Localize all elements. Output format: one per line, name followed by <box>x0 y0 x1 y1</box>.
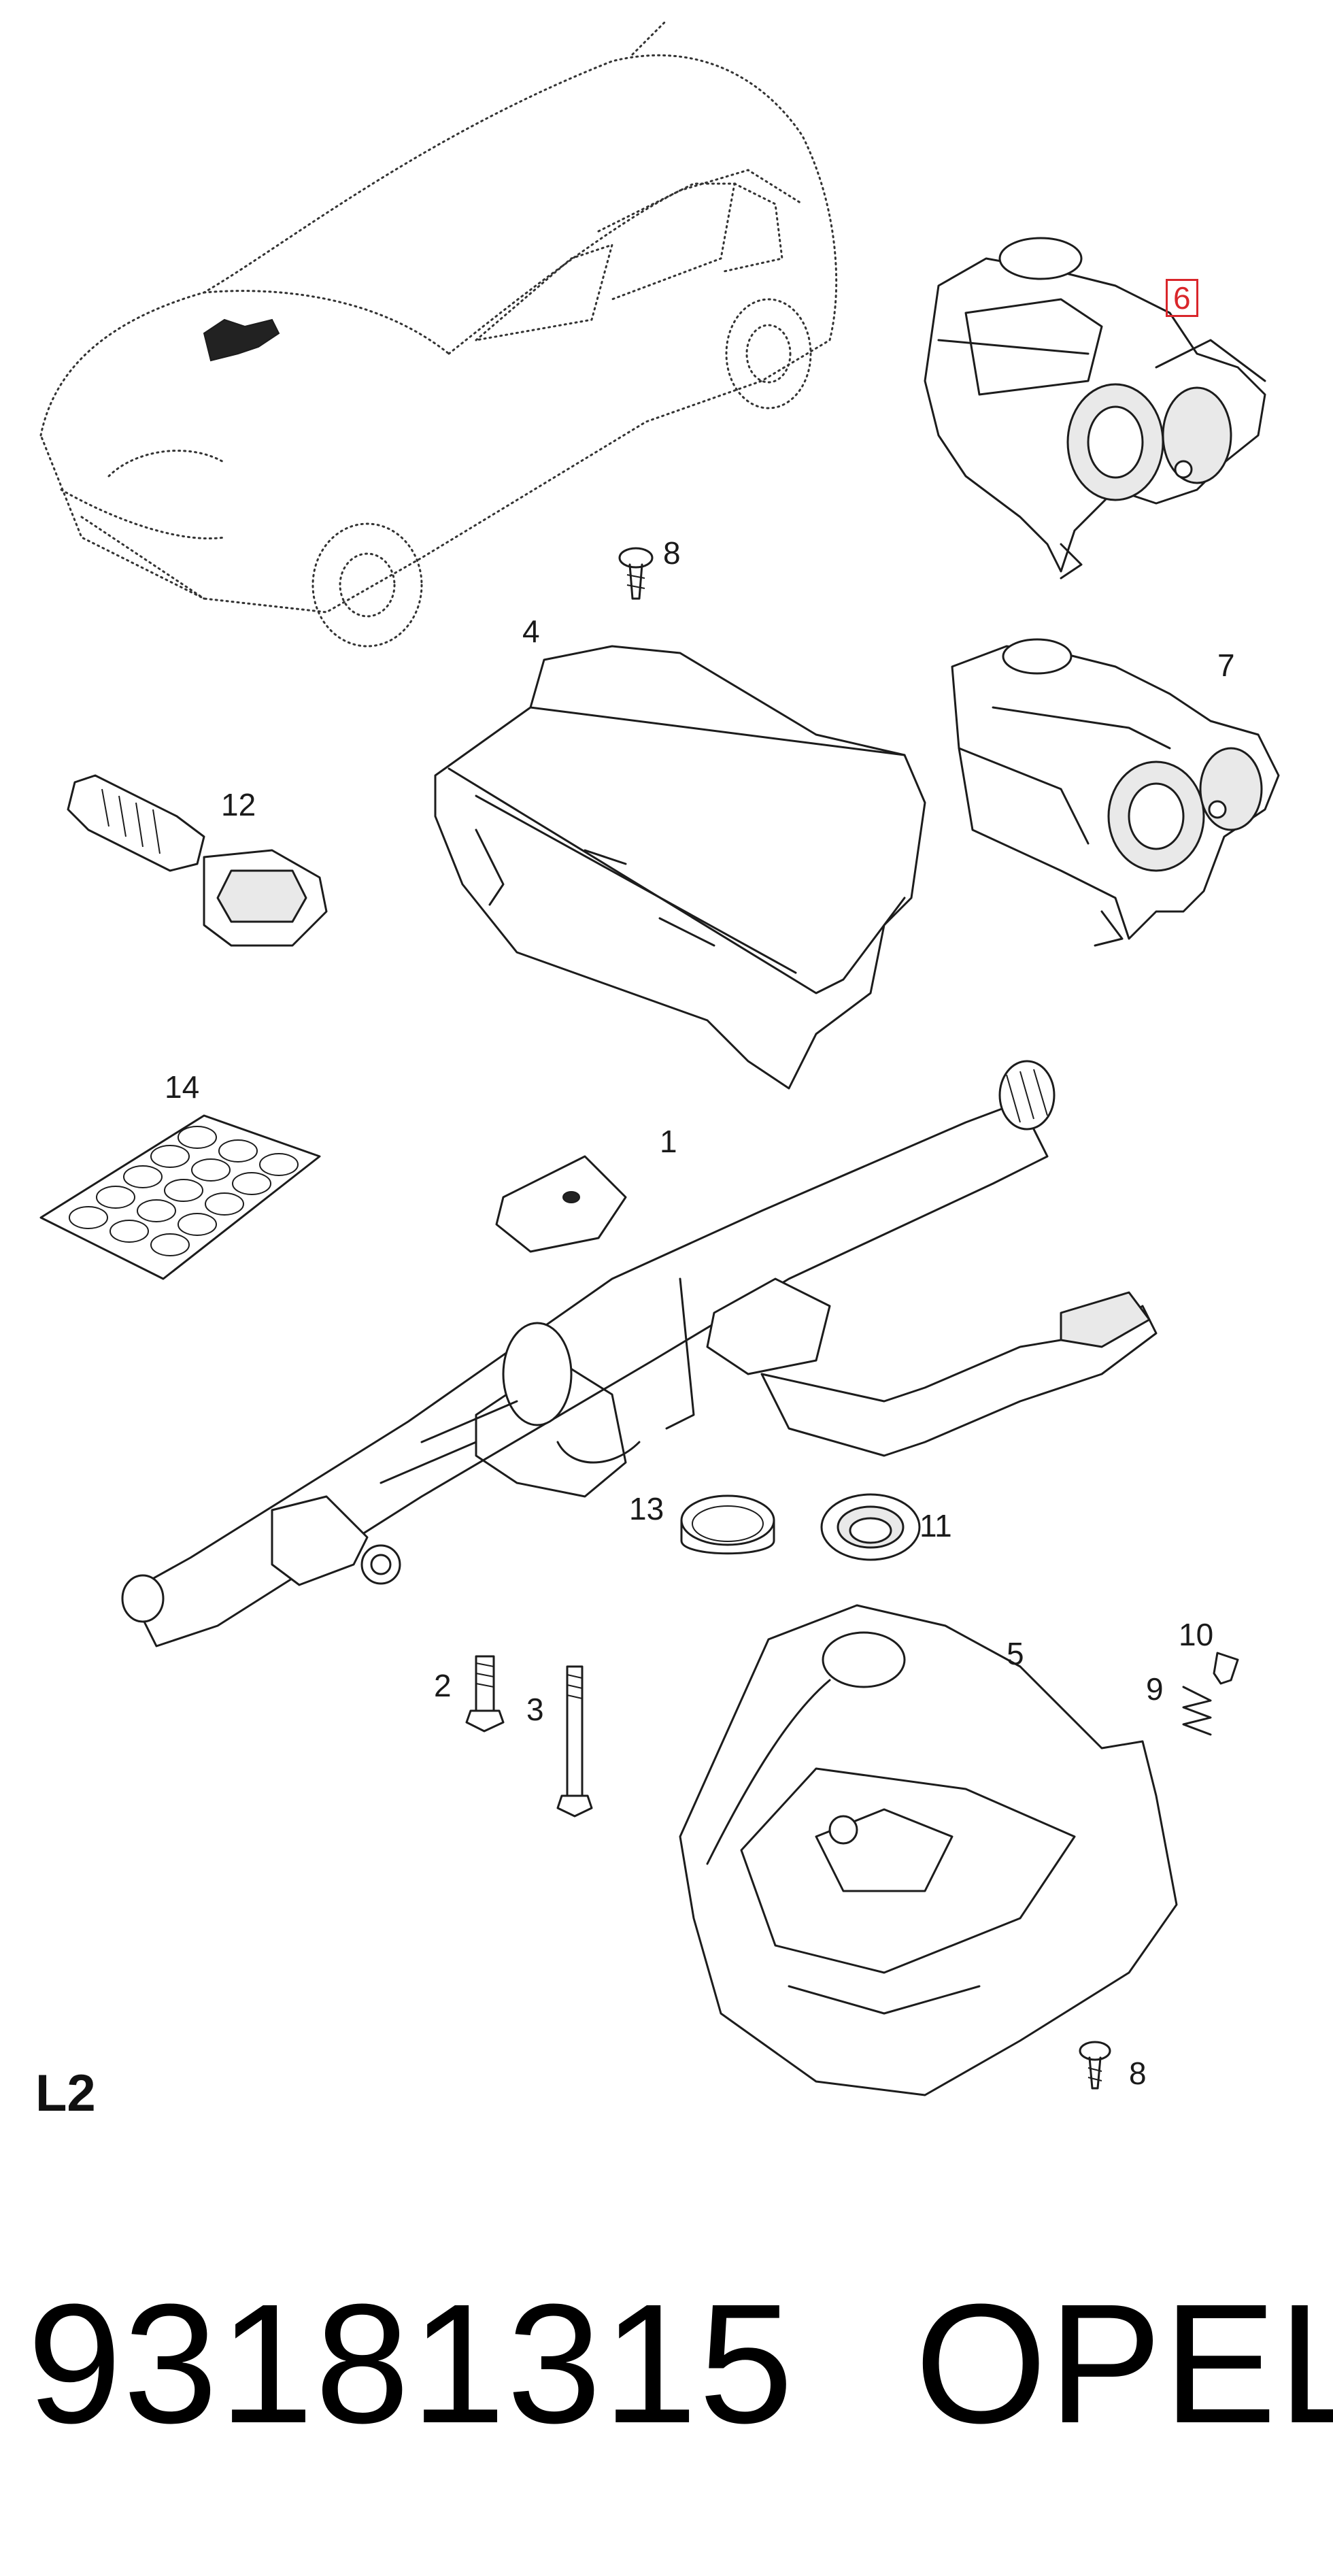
callout-4: 4 <box>522 614 540 649</box>
part-1-steering-column <box>121 1060 1158 1647</box>
exploded-view-drawing <box>39 19 1280 2096</box>
part-6-ignition-housing <box>924 237 1266 580</box>
callout-7: 7 <box>1217 648 1235 683</box>
callout-8-bottom: 8 <box>1129 2056 1147 2091</box>
callout-5: 5 <box>1007 1636 1024 1671</box>
vehicle-location-illustration <box>39 19 838 648</box>
part-11-trim-ring <box>820 1493 921 1561</box>
part-10-clip <box>1213 1652 1239 1685</box>
part-8-screw-top <box>618 547 654 600</box>
callout-3: 3 <box>526 1692 544 1727</box>
part-3-bolt <box>556 1665 593 1818</box>
part-13-ring <box>680 1494 775 1555</box>
callout-6-highlighted: 6 <box>1166 279 1198 317</box>
brand-name: OPEL <box>915 2269 1333 2458</box>
callout-14: 14 <box>165 1069 200 1105</box>
callout-9: 9 <box>1146 1671 1164 1707</box>
callout-13: 13 <box>629 1491 664 1526</box>
part-number: 93181315 <box>27 2269 795 2458</box>
part-4-upper-cover <box>434 645 926 1090</box>
part-12-lock-cylinder-key <box>67 774 328 947</box>
callout-11: 11 <box>919 1508 952 1543</box>
callout-1: 1 <box>660 1124 677 1159</box>
callout-2: 2 <box>434 1668 452 1703</box>
callout-12: 12 <box>221 787 256 822</box>
callout-10: 10 <box>1179 1617 1214 1652</box>
part-9-spring <box>1182 1686 1212 1736</box>
part-2-bolt <box>465 1655 505 1733</box>
part-14-pad-sheet <box>39 1114 321 1280</box>
variant-label: L2 <box>35 2064 96 2122</box>
callout-8-top: 8 <box>663 535 681 571</box>
part-7-ignition-assembly <box>951 638 1280 947</box>
part-8-screw-bottom <box>1079 2041 1111 2090</box>
part-5-lower-cover <box>679 1604 1178 2096</box>
